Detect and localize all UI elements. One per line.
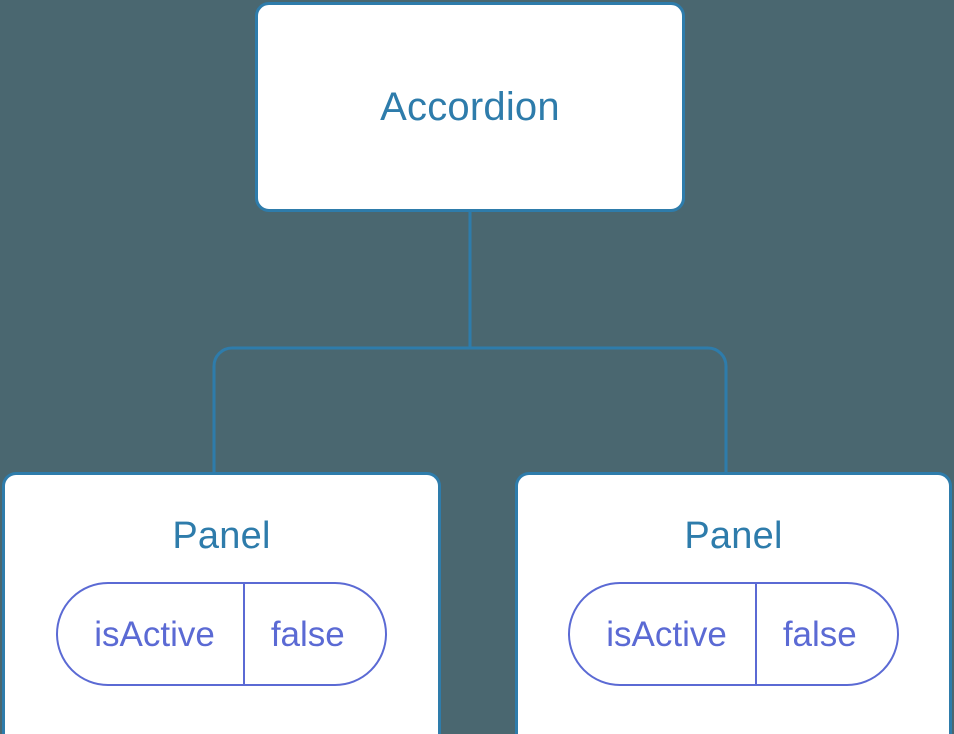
edge-root-to-panel-left [212, 346, 470, 474]
prop-key-isactive-left: isActive [94, 614, 215, 654]
node-panel-right-label: Panel [684, 515, 783, 557]
prop-value-isactive-left: false [242, 584, 385, 684]
prop-value-isactive-right: false [754, 584, 897, 684]
prop-pill-panel-left[interactable]: isActive false [56, 582, 387, 686]
node-panel-left[interactable]: Panel isActive false [2, 472, 441, 734]
edge-root-to-panel-right [470, 346, 728, 474]
node-accordion[interactable]: Accordion [255, 2, 685, 212]
node-panel-right[interactable]: Panel isActive false [515, 472, 952, 734]
prop-pill-panel-right[interactable]: isActive false [568, 582, 899, 686]
node-accordion-label: Accordion [380, 85, 560, 129]
prop-key-isactive-right: isActive [606, 614, 727, 654]
node-panel-left-label: Panel [172, 515, 271, 557]
